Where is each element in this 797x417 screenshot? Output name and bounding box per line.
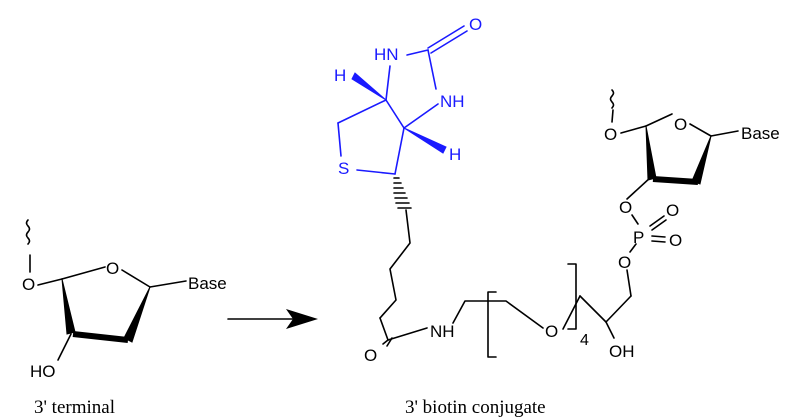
biotin-bond-c4-s bbox=[337, 122, 342, 157]
phosphate-o-double-1: O bbox=[666, 201, 679, 220]
valeric-chain: O NH bbox=[364, 209, 455, 365]
reaction-arrow bbox=[227, 309, 318, 329]
phosphate-double-1a bbox=[649, 215, 665, 227]
amide-bond-c-n bbox=[387, 327, 428, 341]
caption-left: 3' terminal bbox=[34, 397, 115, 417]
phosphate-o-upper: O bbox=[619, 198, 632, 217]
left-link-o: O bbox=[22, 275, 35, 294]
phosphate-bond-o-sugar bbox=[626, 176, 652, 200]
phosphate-bond-o-p bbox=[629, 243, 637, 253]
bracket-right bbox=[567, 263, 577, 330]
glycerol-bond-oh bbox=[605, 321, 615, 339]
biotin-bond-c6a-c2 bbox=[394, 127, 405, 175]
biotin-h-left: H bbox=[334, 66, 346, 85]
biotin-carbonyl-o: O bbox=[469, 15, 482, 34]
peg-bond-o-c bbox=[562, 295, 581, 330]
bracket-left bbox=[487, 291, 497, 358]
alkyl-chain bbox=[379, 209, 411, 319]
phosphate-double-2a bbox=[651, 235, 666, 238]
right-sugar: O O Base bbox=[604, 89, 780, 185]
hashed-bond bbox=[393, 177, 412, 209]
phosphate-double-1b bbox=[651, 219, 667, 231]
peg-linker: O 4 OH bbox=[452, 263, 635, 361]
caption-right: 3' biotin conjugate bbox=[405, 397, 546, 417]
phosphate-group: O P O O O bbox=[618, 176, 682, 272]
glycerol-bond-3 bbox=[626, 269, 632, 297]
right-base: Base bbox=[741, 124, 780, 143]
biotin-bond-c3a-c6a bbox=[385, 99, 405, 129]
biotin-sulfur: S bbox=[338, 159, 349, 178]
biotin-bond-c-nh bbox=[427, 49, 437, 90]
amide-nh: NH bbox=[430, 322, 455, 341]
left-ring-o: O bbox=[106, 259, 119, 278]
peg-repeat-count: 4 bbox=[580, 332, 589, 349]
amide-bond-c bbox=[379, 317, 389, 341]
phosphate-p: P bbox=[633, 228, 644, 247]
biotin-bond-c-o-1 bbox=[427, 25, 465, 49]
right-bond-ringo-c4 bbox=[689, 123, 712, 137]
biotin-bond-c3a-c4 bbox=[337, 99, 387, 124]
amide-o: O bbox=[364, 346, 377, 365]
left-bold-bond-c2-c3 bbox=[72, 331, 129, 343]
left-bond-ringo-c4 bbox=[121, 269, 151, 288]
right-bond-attach-o bbox=[611, 109, 614, 123]
phosphate-o-lower: O bbox=[618, 253, 631, 272]
arrow-head bbox=[286, 309, 318, 329]
right-ring-o: O bbox=[674, 115, 687, 134]
left-bond-c4-base bbox=[149, 280, 187, 288]
biotin-bond-c-o-2 bbox=[430, 30, 468, 54]
right-bond-c1-ringo bbox=[645, 113, 673, 127]
biotin-h-right: H bbox=[449, 145, 461, 164]
left-bond-o-c1 bbox=[37, 278, 63, 286]
glycerol-bond-2 bbox=[605, 295, 632, 323]
right-wedge-c3-c4 bbox=[691, 135, 712, 185]
left-base: Base bbox=[188, 274, 227, 293]
biotin-bond-hn-c3a bbox=[385, 65, 391, 101]
right-wavy-attachment bbox=[609, 89, 615, 109]
glycerol-oh: OH bbox=[609, 342, 635, 361]
left-wedge-c3-c4 bbox=[123, 286, 151, 343]
left-wedge-c1-c2 bbox=[61, 278, 76, 335]
glycerol-bond-1 bbox=[579, 295, 607, 323]
amide-bond-co-1 bbox=[382, 339, 389, 345]
biotin-nh-right: NH bbox=[440, 92, 465, 111]
biotin-wedge-h-left bbox=[351, 72, 387, 101]
right-wedge-c1-c2 bbox=[645, 125, 657, 181]
peg-chain bbox=[452, 300, 544, 329]
phosphate-bond-p-o bbox=[631, 214, 639, 225]
phosphate-o-double-2: O bbox=[669, 231, 682, 250]
phosphate-double-2b bbox=[651, 240, 666, 243]
biotin-moiety: O HN NH H H S bbox=[334, 15, 482, 178]
biotin-bond-s-c2 bbox=[356, 169, 396, 175]
left-wavy-attachment bbox=[25, 219, 31, 245]
right-bond-c4-base bbox=[710, 130, 739, 137]
biotin-bond-nh-c6a bbox=[403, 103, 439, 129]
right-bond-o-c1 bbox=[620, 125, 647, 134]
biotin-bond-c-hn bbox=[406, 49, 429, 56]
biotin-wedge-h-right bbox=[403, 127, 447, 154]
peg-o: O bbox=[545, 322, 558, 341]
left-bond-c1-ringo bbox=[61, 266, 106, 280]
left-bond-c2-oh bbox=[57, 333, 72, 361]
left-molecule: O O Base HO bbox=[22, 219, 227, 381]
biotin-nh-top: HN bbox=[374, 45, 399, 64]
left-hydroxyl: HO bbox=[30, 362, 56, 381]
right-bold-bond bbox=[652, 176, 699, 185]
right-link-o: O bbox=[604, 125, 617, 144]
